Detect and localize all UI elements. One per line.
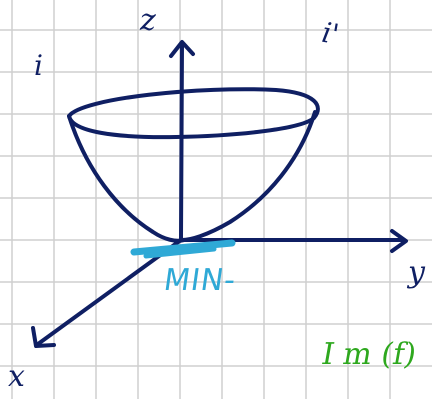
bowl-left-side [67, 114, 186, 243]
minimum-highlight-stroke [143, 246, 217, 259]
y-axis-label: y [408, 255, 425, 290]
minimum-highlight-stroke [130, 239, 236, 256]
y-axis-arrowhead [390, 229, 408, 253]
left-rim-mark: i [34, 49, 43, 82]
minimum-highlight [130, 239, 236, 259]
bowl-right-side [180, 110, 317, 242]
minimum-label: MIN- [161, 263, 239, 298]
x-axis-label: x [8, 359, 25, 394]
bowl-rim-ellipse [67, 87, 320, 140]
image-of-f-label: I m (f) [319, 337, 420, 372]
z-axis-arrowhead [169, 40, 195, 58]
z-axis-line [179, 42, 184, 240]
x-axis-arrowhead [31, 326, 56, 348]
z-axis-label: z [140, 3, 156, 38]
